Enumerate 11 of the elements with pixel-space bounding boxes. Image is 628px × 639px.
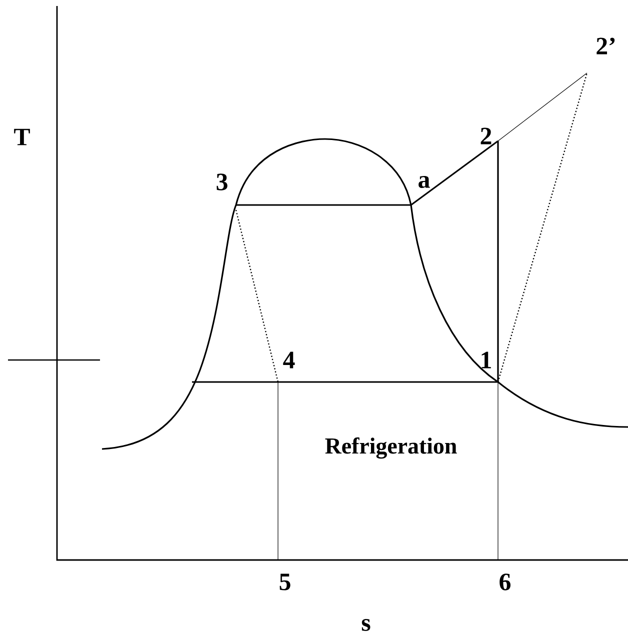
point-label: 2 <box>480 128 492 144</box>
tick-label: 5 <box>280 574 290 590</box>
tick-label: 6 <box>500 574 510 590</box>
area-label: Refrigeration <box>325 437 457 459</box>
point-label: a <box>418 176 430 188</box>
axis-label: s <box>362 619 370 631</box>
point-label: 1 <box>482 352 491 368</box>
point-label: 4 <box>283 352 295 368</box>
point-label: 3 <box>216 174 228 190</box>
axis-label: T <box>14 128 30 146</box>
point-label: 2’ <box>596 38 615 54</box>
